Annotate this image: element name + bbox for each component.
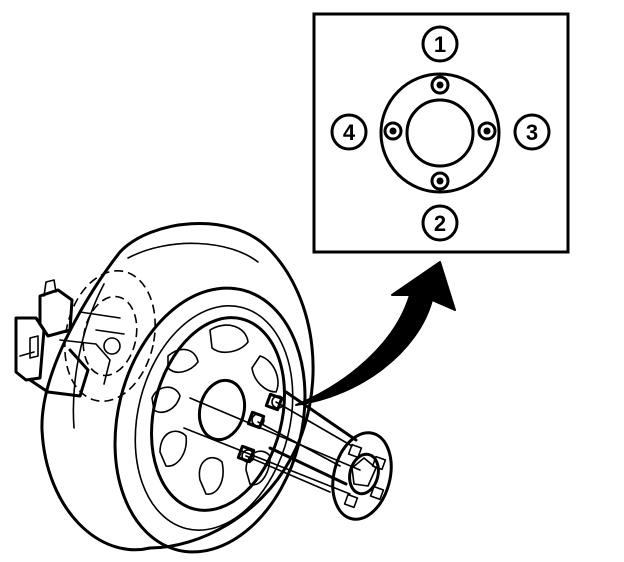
sequence-number-3: 3 [526, 120, 538, 145]
curved-arrow [295, 261, 456, 406]
sequence-number-2: 2 [434, 211, 446, 236]
lug-stud-bottom [430, 171, 450, 191]
axle-hub-assembly [183, 390, 393, 521]
wheel-rim [150, 316, 286, 512]
sequence-callout-2: 2 [421, 204, 459, 242]
hub-flange [379, 72, 501, 194]
lug-stud-right [477, 121, 497, 141]
lug-stud-top [430, 75, 450, 95]
sequence-callout-4: 4 [330, 113, 368, 151]
sequence-number-1: 1 [434, 32, 446, 57]
sequence-callout-3: 3 [513, 113, 551, 151]
lug-stud-left [383, 121, 403, 141]
sequence-callout-1: 1 [421, 25, 459, 63]
sequence-number-4: 4 [343, 120, 356, 145]
sequence-inset: 1 2 3 4 [312, 12, 570, 254]
tire [40, 222, 315, 554]
